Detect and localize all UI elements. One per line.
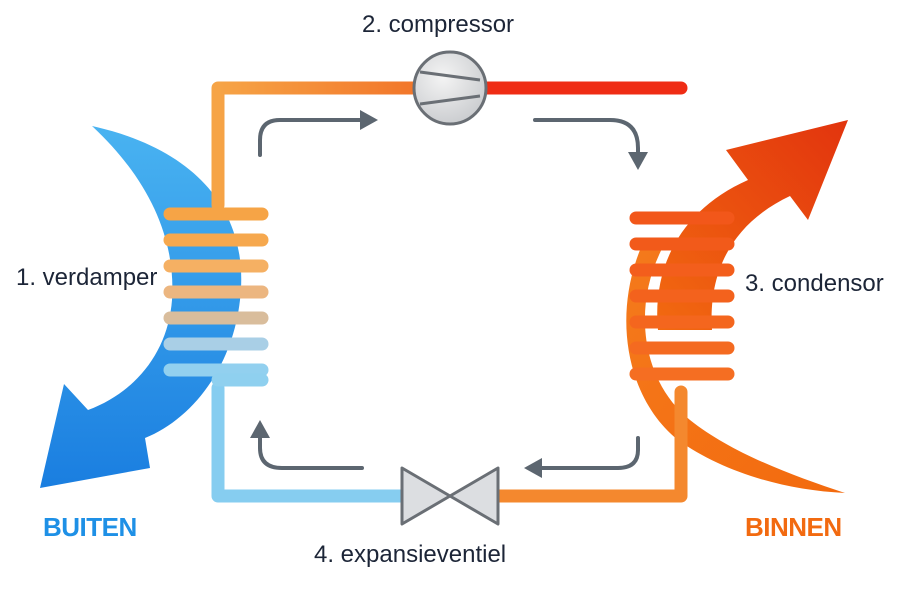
outside-airflow-arrow [40,126,242,488]
evaporator-coil [163,207,269,387]
compressor-label: 2. compressor [362,11,515,38]
flow-arrow-top-left [258,118,364,157]
flow-arrow-bottom-left-head [250,420,270,438]
flow-direction-arrows [250,110,648,478]
bottom-left-pipe [211,381,412,503]
inside-airflow-arrow [657,120,848,330]
flow-arrow-top-right [533,118,640,156]
expansion-valve-icon [400,466,500,526]
expansion-valve-label: 4. expansieventiel [314,541,507,568]
outside-label: BUITEN [43,512,137,542]
condenser-label: 3. condensor [745,270,884,297]
compressor-icon [412,50,488,126]
flow-arrow-top-right-head [628,152,648,170]
flow-arrow-bottom-right-head [524,458,542,478]
condenser-coil [629,211,735,381]
flow-arrow-top-left-head [360,110,378,130]
inside-label: BINNEN [745,512,842,542]
refrigerant-circuit [211,81,688,503]
right-lower-pipe [488,385,688,503]
top-left-pipe [211,81,422,212]
evaporator-label: 1. verdamper [16,264,158,291]
flow-arrow-bottom-right [538,436,640,470]
flow-arrow-bottom-left [258,434,364,470]
